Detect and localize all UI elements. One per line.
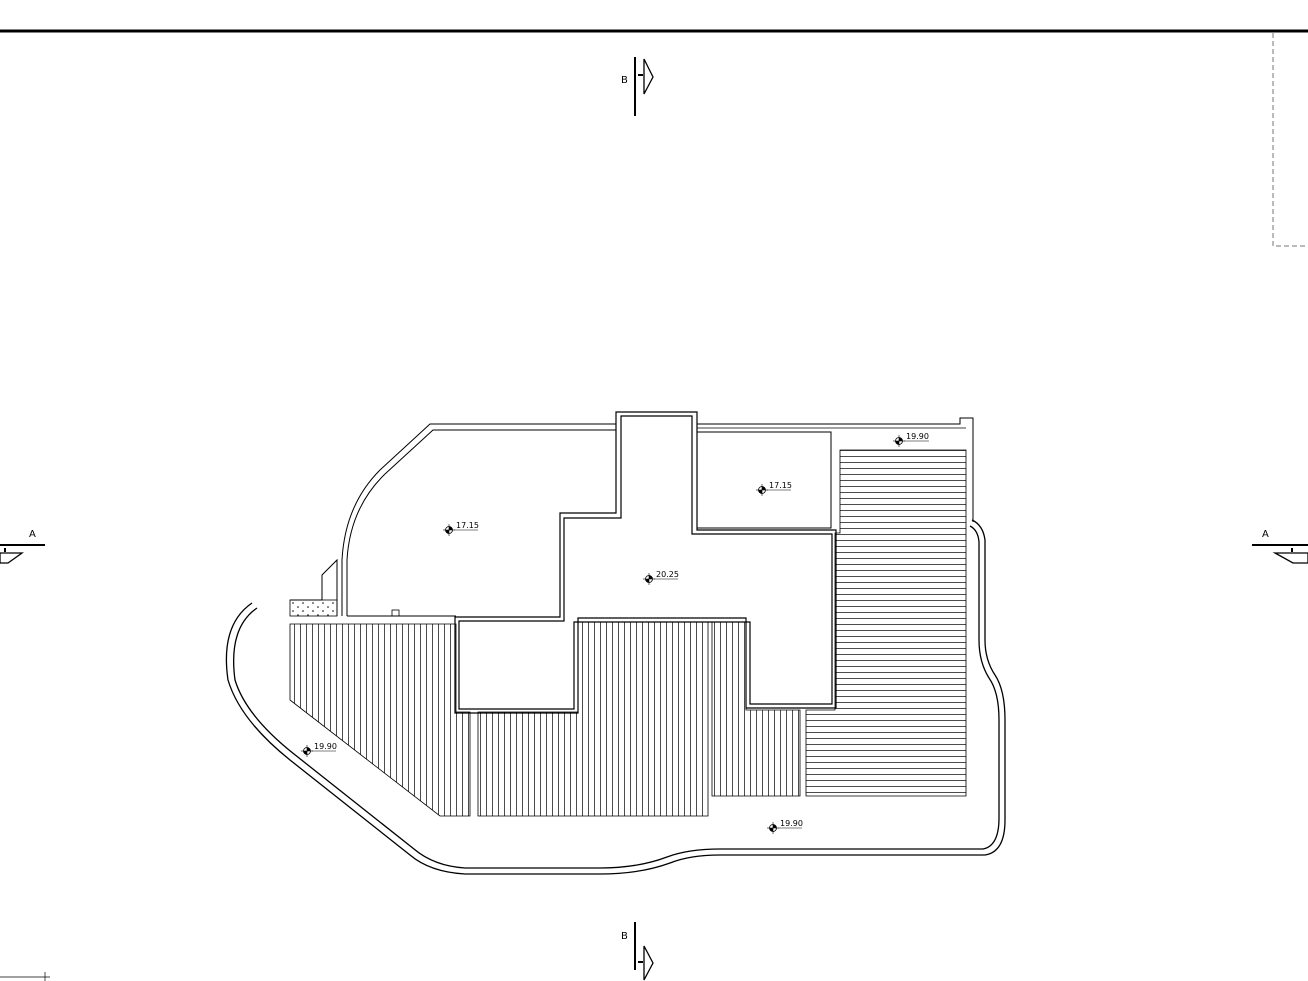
dotted-planter	[289, 599, 338, 617]
parapet-south-inner	[232, 525, 1000, 869]
parapet-south	[225, 519, 1006, 875]
elevation-mark-top-right: 19.90	[893, 432, 929, 447]
section-marker-a-left: A	[0, 529, 45, 564]
section-label-a-left: A	[29, 529, 36, 540]
section-label-b-top: B	[621, 75, 628, 86]
parapet-north	[697, 417, 974, 522]
section-marker-b-top: B	[621, 57, 654, 116]
parapet-northwest-inner	[346, 429, 616, 616]
elevation-value: 19.90	[314, 742, 337, 751]
section-label-b-bottom: B	[621, 931, 628, 942]
dashed-boundary	[1272, 33, 1308, 247]
elevation-value: 17.15	[769, 481, 792, 490]
hatched-terrace-south-middle	[711, 621, 801, 797]
elevation-mark-southwest-terrace: 19.90	[301, 742, 337, 757]
roof-drain	[391, 609, 400, 617]
elevation-mark-northeast-roof: 17.15	[756, 481, 792, 496]
elevation-value: 19.90	[780, 819, 803, 828]
central-raised-roof-inner	[458, 415, 833, 710]
roof-northeast	[696, 431, 832, 529]
section-label-a-right: A	[1262, 529, 1269, 540]
section-marker-a-right: A	[1252, 529, 1308, 564]
parapet-northwest	[341, 423, 616, 616]
elevation-value: 17.15	[456, 521, 479, 530]
central-raised-roof	[454, 411, 837, 714]
elevation-mark-south-terrace: 19.90	[767, 819, 803, 834]
elevation-value: 20.25	[656, 570, 679, 579]
elevation-mark-central-roof: 20.25	[643, 570, 679, 585]
elevation-mark-west-roof: 17.15	[443, 521, 479, 536]
parapet-stub	[290, 558, 338, 616]
hatched-terrace-center	[477, 621, 709, 817]
hatched-terrace-west	[289, 623, 471, 817]
section-marker-b-bottom: B	[621, 922, 654, 981]
scale-mark	[0, 972, 50, 981]
elevation-value: 19.90	[906, 432, 929, 441]
hatched-terrace-east	[805, 449, 967, 797]
